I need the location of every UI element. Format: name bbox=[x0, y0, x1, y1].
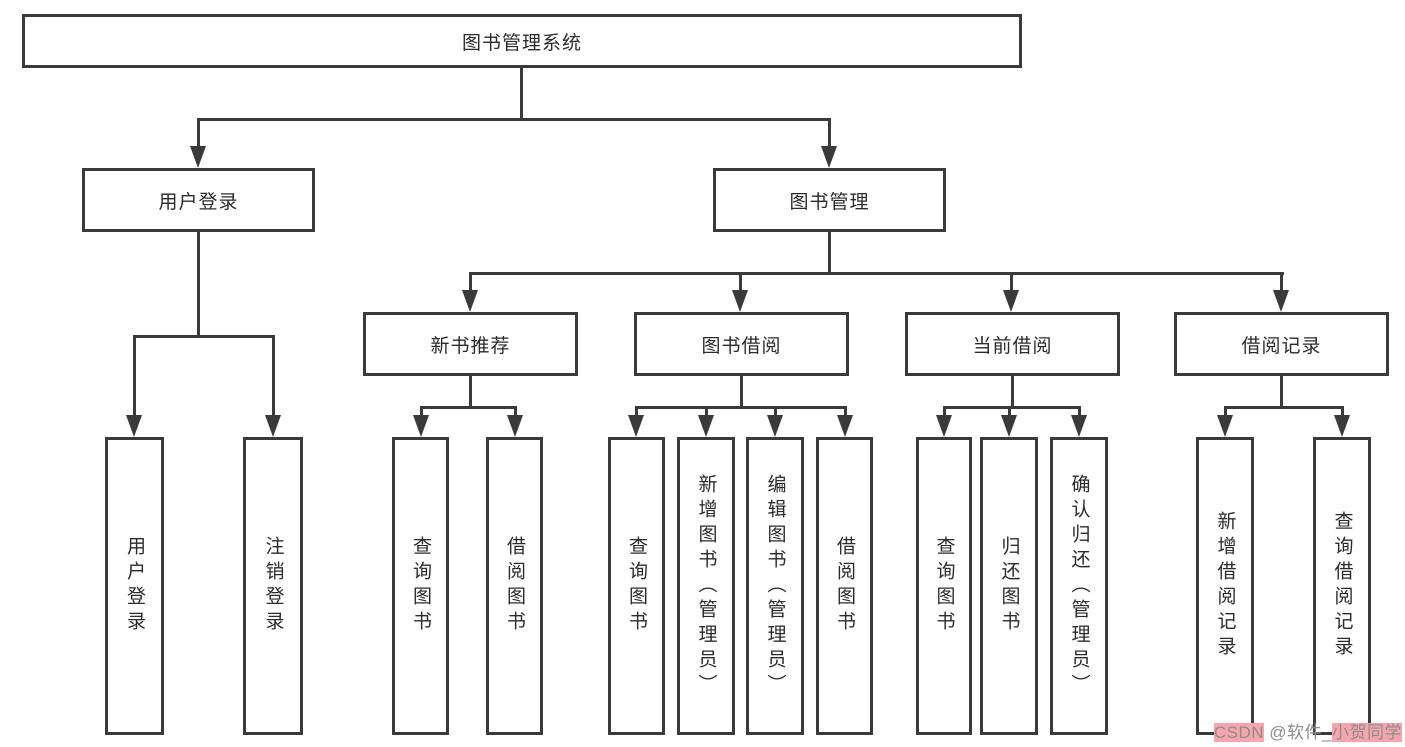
connector-to-user-login bbox=[197, 118, 200, 148]
connector-root-splitter bbox=[197, 118, 831, 121]
node-book-borrowing: 图书借阅 bbox=[634, 312, 849, 376]
leaf-query-borrow-record: 查询借阅记录 bbox=[1313, 437, 1371, 735]
leaf-label: 新增图书（管理员） bbox=[695, 473, 717, 699]
leaf-label: 编辑图书（管理员） bbox=[764, 473, 786, 699]
connector-leaf-drop bbox=[844, 406, 847, 417]
leaf-query-books-3: 查询图书 bbox=[916, 437, 972, 735]
connector-to-new-book-recommend bbox=[469, 272, 472, 292]
connector-book-management-splitter bbox=[469, 272, 1284, 275]
leaf-return-books: 归还图书 bbox=[980, 437, 1038, 735]
arrow-down-icon bbox=[1273, 290, 1289, 312]
arrow-down-icon bbox=[1001, 415, 1017, 437]
connector-leaf-drop bbox=[1008, 406, 1011, 417]
watermark-csdn: CSDN bbox=[1213, 723, 1265, 742]
leaf-logout: 注销登录 bbox=[243, 437, 303, 735]
leaf-add-books-admin: 新增图书（管理员） bbox=[677, 437, 735, 735]
connector-borrow-records-drop bbox=[1280, 374, 1283, 406]
arrow-down-icon bbox=[767, 415, 783, 437]
arrow-down-icon bbox=[837, 415, 853, 437]
arrow-down-icon bbox=[413, 415, 429, 437]
arrow-down-icon bbox=[190, 146, 206, 168]
leaf-label: 归还图书 bbox=[998, 536, 1020, 636]
connector-to-book-management bbox=[828, 118, 831, 148]
leaf-edit-books-admin: 编辑图书（管理员） bbox=[746, 437, 804, 735]
connector-current-borrowing-drop bbox=[1011, 374, 1014, 406]
leaf-query-books-1: 查询图书 bbox=[392, 437, 449, 735]
connector-to-borrow-records bbox=[1280, 272, 1283, 292]
leaf-add-borrow-record: 新增借阅记录 bbox=[1196, 437, 1254, 735]
connector-to-leaf-user-login bbox=[133, 335, 136, 417]
leaf-borrow-books-2: 借阅图书 bbox=[816, 437, 873, 735]
leaf-label: 查询图书 bbox=[410, 536, 431, 636]
node-new-book-recommend: 新书推荐 bbox=[363, 312, 578, 376]
connector-to-leaf-logout bbox=[272, 335, 275, 417]
arrow-down-icon bbox=[126, 415, 142, 437]
connector-leaf-drop bbox=[705, 406, 708, 417]
connector-current-borrowing-splitter bbox=[943, 406, 1081, 409]
arrow-down-icon bbox=[936, 415, 952, 437]
arrow-down-icon bbox=[1334, 415, 1350, 437]
connector-to-book-borrowing bbox=[739, 272, 742, 292]
leaf-label: 查询借阅记录 bbox=[1331, 511, 1353, 661]
leaf-label: 注销登录 bbox=[262, 536, 284, 636]
connector-new-book-recommend-splitter bbox=[420, 406, 517, 409]
watermark: CSDN @软件_小贺同学 bbox=[1213, 718, 1402, 743]
node-user-login: 用户登录 bbox=[82, 168, 315, 232]
leaf-label: 确认归还（管理员） bbox=[1068, 473, 1090, 699]
arrow-down-icon bbox=[628, 415, 644, 437]
leaf-confirm-return-admin: 确认归还（管理员） bbox=[1050, 437, 1108, 735]
node-borrow-records: 借阅记录 bbox=[1174, 312, 1389, 376]
connector-book-borrowing-splitter bbox=[635, 406, 846, 409]
node-root-library-system: 图书管理系统 bbox=[22, 14, 1022, 68]
connector-leaf-drop bbox=[514, 406, 517, 417]
arrow-down-icon bbox=[821, 146, 837, 168]
connector-root-drop bbox=[520, 66, 523, 121]
connector-leaf-drop bbox=[1224, 406, 1227, 417]
connector-leaf-drop bbox=[943, 406, 946, 417]
connector-user-login-splitter bbox=[133, 335, 275, 338]
leaf-label: 用户登录 bbox=[124, 536, 145, 636]
connector-leaf-drop bbox=[635, 406, 638, 417]
connector-leaf-drop bbox=[1078, 406, 1081, 417]
leaf-label: 查询图书 bbox=[933, 536, 955, 636]
connector-book-management-drop bbox=[828, 230, 831, 272]
leaf-borrow-books-1: 借阅图书 bbox=[486, 437, 543, 735]
arrow-down-icon bbox=[1217, 415, 1233, 437]
leaf-label: 查询图书 bbox=[626, 536, 647, 636]
node-current-borrowing: 当前借阅 bbox=[905, 312, 1120, 376]
leaf-label: 新增借阅记录 bbox=[1214, 511, 1236, 661]
leaf-query-books-2: 查询图书 bbox=[608, 437, 665, 735]
arrow-down-icon bbox=[698, 415, 714, 437]
connector-book-borrowing-drop bbox=[740, 374, 743, 406]
connector-leaf-drop bbox=[1341, 406, 1344, 417]
arrow-down-icon bbox=[1071, 415, 1087, 437]
connector-leaf-drop bbox=[420, 406, 423, 417]
watermark-author: 小贺同学 bbox=[1332, 723, 1402, 742]
connector-user-login-drop bbox=[197, 230, 200, 335]
leaf-label: 借阅图书 bbox=[504, 536, 525, 636]
arrow-down-icon bbox=[462, 290, 478, 312]
arrow-down-icon bbox=[507, 415, 523, 437]
connector-to-current-borrowing bbox=[1010, 272, 1013, 292]
leaf-user-login: 用户登录 bbox=[105, 437, 164, 735]
connector-new-book-recommend-drop bbox=[469, 374, 472, 406]
leaf-label: 借阅图书 bbox=[834, 536, 855, 636]
arrow-down-icon bbox=[265, 415, 281, 437]
arrow-down-icon bbox=[732, 290, 748, 312]
connector-borrow-records-splitter bbox=[1224, 406, 1344, 409]
connector-leaf-drop bbox=[774, 406, 777, 417]
watermark-handle: @软件_ bbox=[1264, 723, 1332, 742]
node-book-management: 图书管理 bbox=[713, 168, 946, 232]
arrow-down-icon bbox=[1003, 290, 1019, 312]
